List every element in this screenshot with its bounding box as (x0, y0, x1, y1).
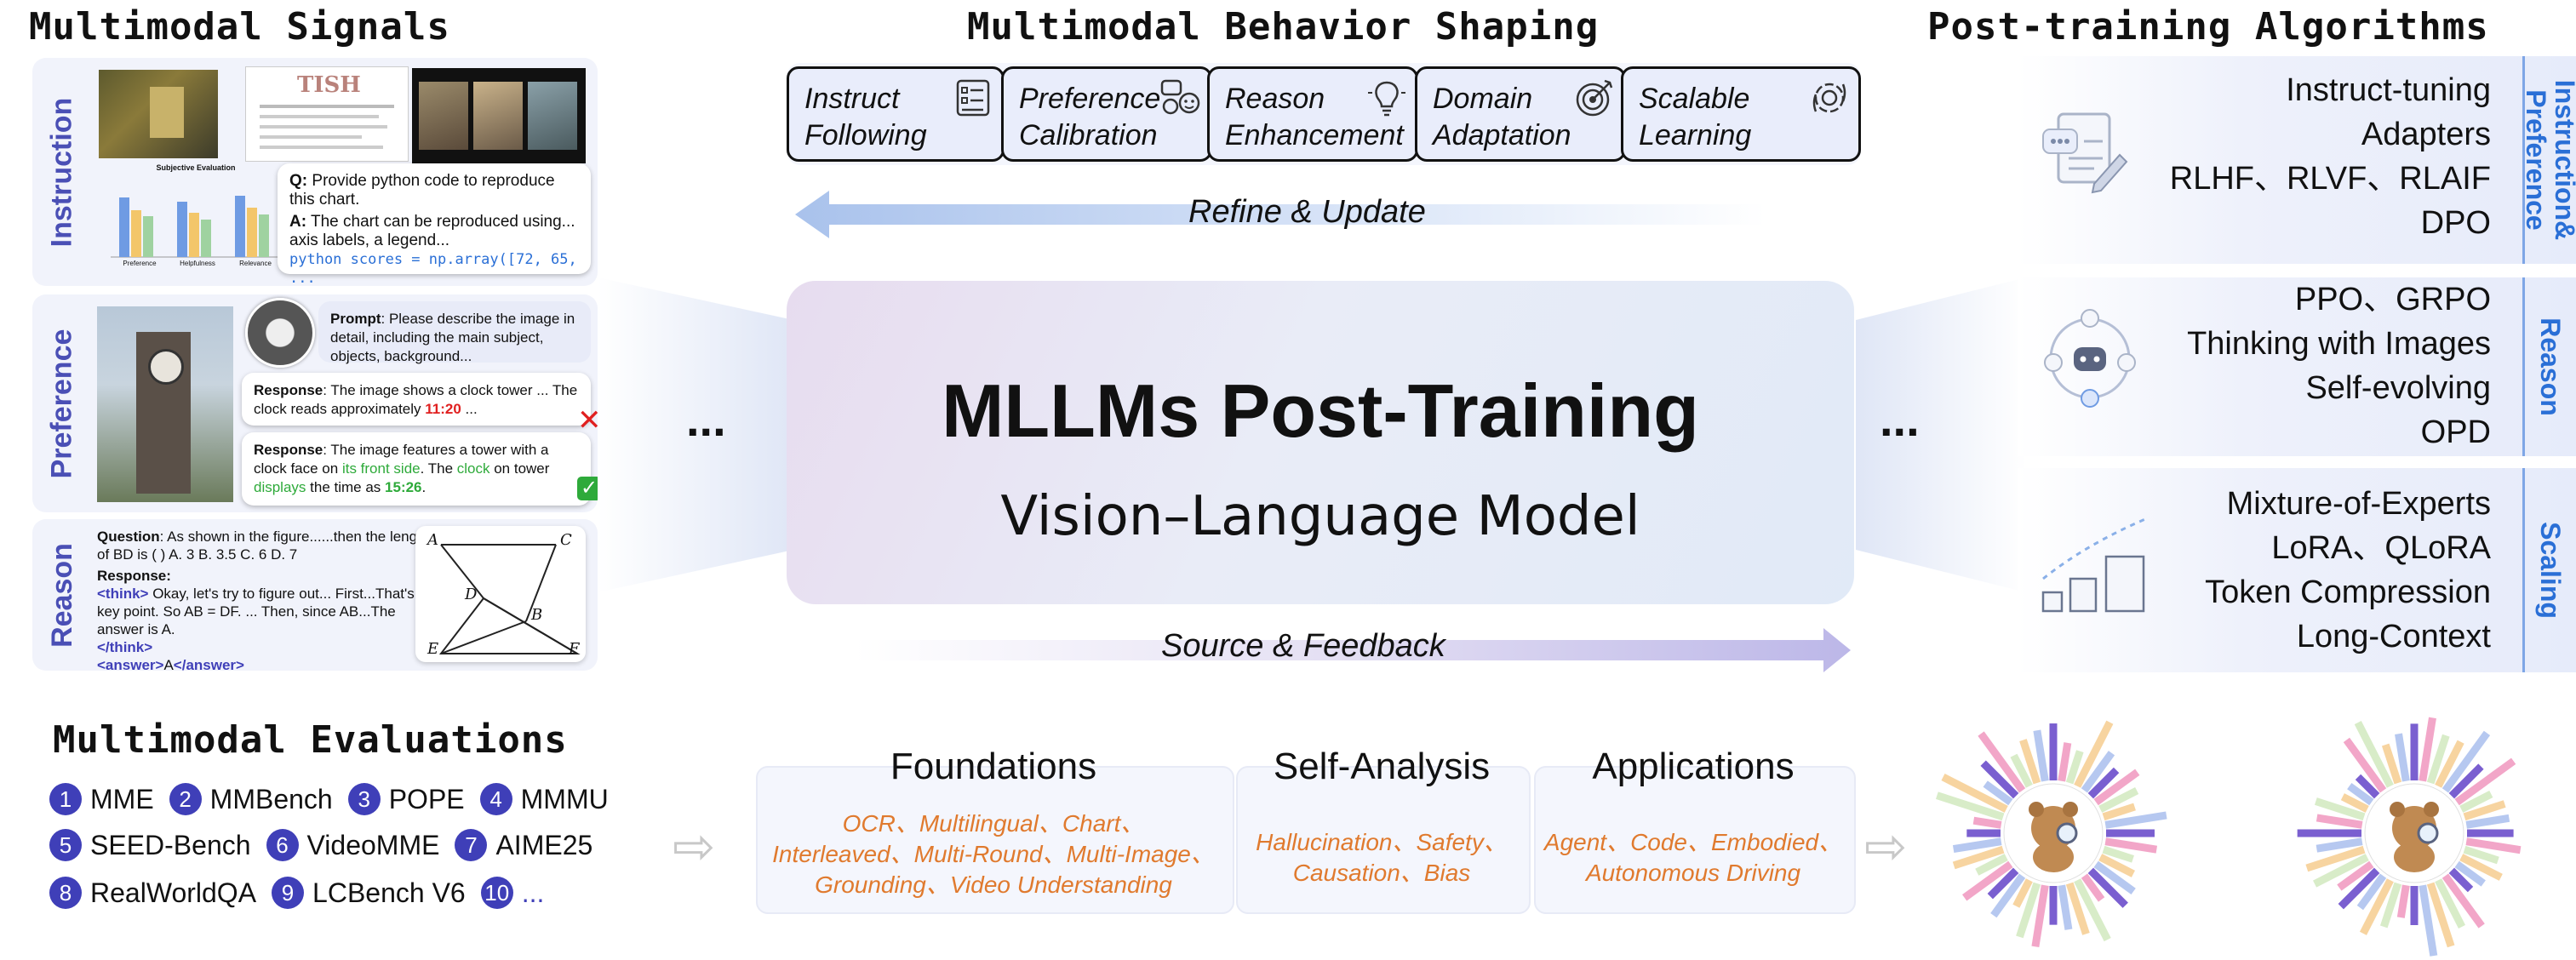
cross-icon: ✕ (577, 404, 602, 437)
foundations-text: OCR、Multilingual、Chart、 Interleaved、Mult… (772, 810, 1215, 898)
reason-card: Reason Question: As shown in the figure.… (32, 519, 598, 673)
geo-label-a: A (427, 531, 438, 549)
chart-cat-2: Helpfulness (180, 260, 215, 267)
robot-cycle-icon (2044, 309, 2136, 408)
chosen-response: Response: The image features a tower wit… (242, 432, 591, 506)
applications-text: Agent、Code、Embodied、 Autonomous Driving (1543, 829, 1843, 886)
alg-reason-lines: PPO、GRPO Thinking with Images Self-evolv… (2187, 282, 2491, 450)
alg-reason-tab: Reason (2522, 277, 2576, 456)
chart-title: Subjective Evaluation (156, 163, 236, 172)
alg-instruction-lines: Instruct-tuning Adapters RLHF、RLVF、RLAIF… (2169, 72, 2491, 241)
room-photo (99, 70, 218, 158)
clock-zoom-icon (245, 298, 315, 368)
document-edit-icon (2042, 112, 2128, 194)
alg-scaling-lines: Mixture-of-Experts LoRA、QLoRA Token Comp… (2205, 486, 2491, 654)
tish-text: TISH (297, 72, 361, 98)
video-filmstrip (412, 68, 586, 163)
self-analysis-text: Hallucination、Safety、 Causation、Bias (1256, 829, 1508, 886)
refine-label: Refine & Update (1188, 194, 1426, 230)
reason-tab: Reason (45, 542, 78, 648)
shaping-title: Multimodal Behavior Shaping (967, 5, 1600, 49)
geometry-figure: A C D B E F (415, 526, 586, 662)
source-label: Source & Feedback (1161, 628, 1445, 664)
target-icon (1576, 79, 1613, 117)
emoji-feedback-icon (1160, 79, 1200, 115)
foundations-title: Foundations (890, 746, 1097, 787)
document-thumbnail: TISH (245, 66, 409, 162)
clock-tower-photo (97, 306, 233, 502)
geo-label-b: B (531, 606, 543, 624)
applications-box (1534, 766, 1856, 914)
checklist-icon (956, 79, 990, 117)
applications-title: Applications (1592, 746, 1795, 787)
alg-instruction-preference: Instruct-tuning Adapters RLHF、RLVF、RLAIF… (2018, 56, 2576, 264)
center-box: MLLMs Post-Training Vision–Language Mode… (787, 281, 1854, 604)
prompt-bubble: Prompt: Please describe the image in det… (318, 301, 591, 364)
check-icon: ✓ (577, 477, 601, 500)
self-analysis-box (1236, 766, 1531, 914)
alg-scaling: Mixture-of-Experts LoRA、QLoRA Token Comp… (2018, 468, 2576, 672)
left-wedge (598, 277, 793, 592)
preference-card: Preference Prompt: Please describe the i… (32, 294, 602, 512)
alg-instruction-tab: Instruction&Preference (2521, 56, 2576, 264)
chart-cat-1: Preference (123, 260, 157, 267)
rejected-response: Response: The image shows a clock tower … (242, 373, 591, 426)
scaling-cubes-icon (2041, 517, 2146, 613)
qa-bubble: Q: Provide python code to reproduce this… (278, 163, 591, 287)
foundations-box (756, 766, 1234, 914)
geo-label-c: C (560, 531, 572, 549)
alg-scaling-tab: Scaling (2522, 468, 2576, 672)
chart-cat-3: Relevance (239, 260, 272, 267)
center-title: MLLMs Post-Training (942, 369, 1699, 453)
subjective-chart: Subjective Evaluation Preference Helpful… (102, 163, 289, 281)
code-snippet: python scores = np.array([72, 65, ... (289, 251, 577, 287)
evaluations-title: Multimodal Evaluations (53, 718, 568, 762)
algorithms-title: Post-training Algorithms (1927, 5, 2489, 49)
lightbulb-icon (1368, 81, 1405, 117)
geo-label-e: E (427, 640, 439, 658)
chevron-right-icon: ⇨ (673, 818, 716, 875)
right-wedge (1856, 277, 2026, 592)
ellipsis-left: ... (686, 392, 726, 446)
geo-label-d: D (465, 586, 478, 603)
radial-chart-1 (1935, 720, 2167, 948)
self-analysis-title: Self-Analysis (1273, 746, 1491, 787)
instruction-tab: Instruction (45, 97, 78, 247)
chevron-right-icon-2: ⇨ (1864, 818, 1908, 875)
center-subtitle: Vision–Language Model (1000, 485, 1640, 548)
alg-reason: PPO、GRPO Thinking with Images Self-evolv… (2018, 277, 2576, 456)
ellipsis-right: ... (1880, 392, 1920, 446)
geo-label-f: F (569, 640, 580, 658)
refine-arrow (795, 191, 1766, 238)
source-arrow (855, 628, 1851, 672)
reason-text: Question: As shown in the figure......th… (97, 529, 430, 673)
radial-chart-2 (2297, 717, 2522, 957)
instruction-card: Instruction TISH Subjective Evaluation (32, 58, 598, 287)
gear-cycle-icon (1812, 83, 1846, 113)
signals-title: Multimodal Signals (29, 5, 450, 49)
preference-tab: Preference (45, 329, 78, 478)
